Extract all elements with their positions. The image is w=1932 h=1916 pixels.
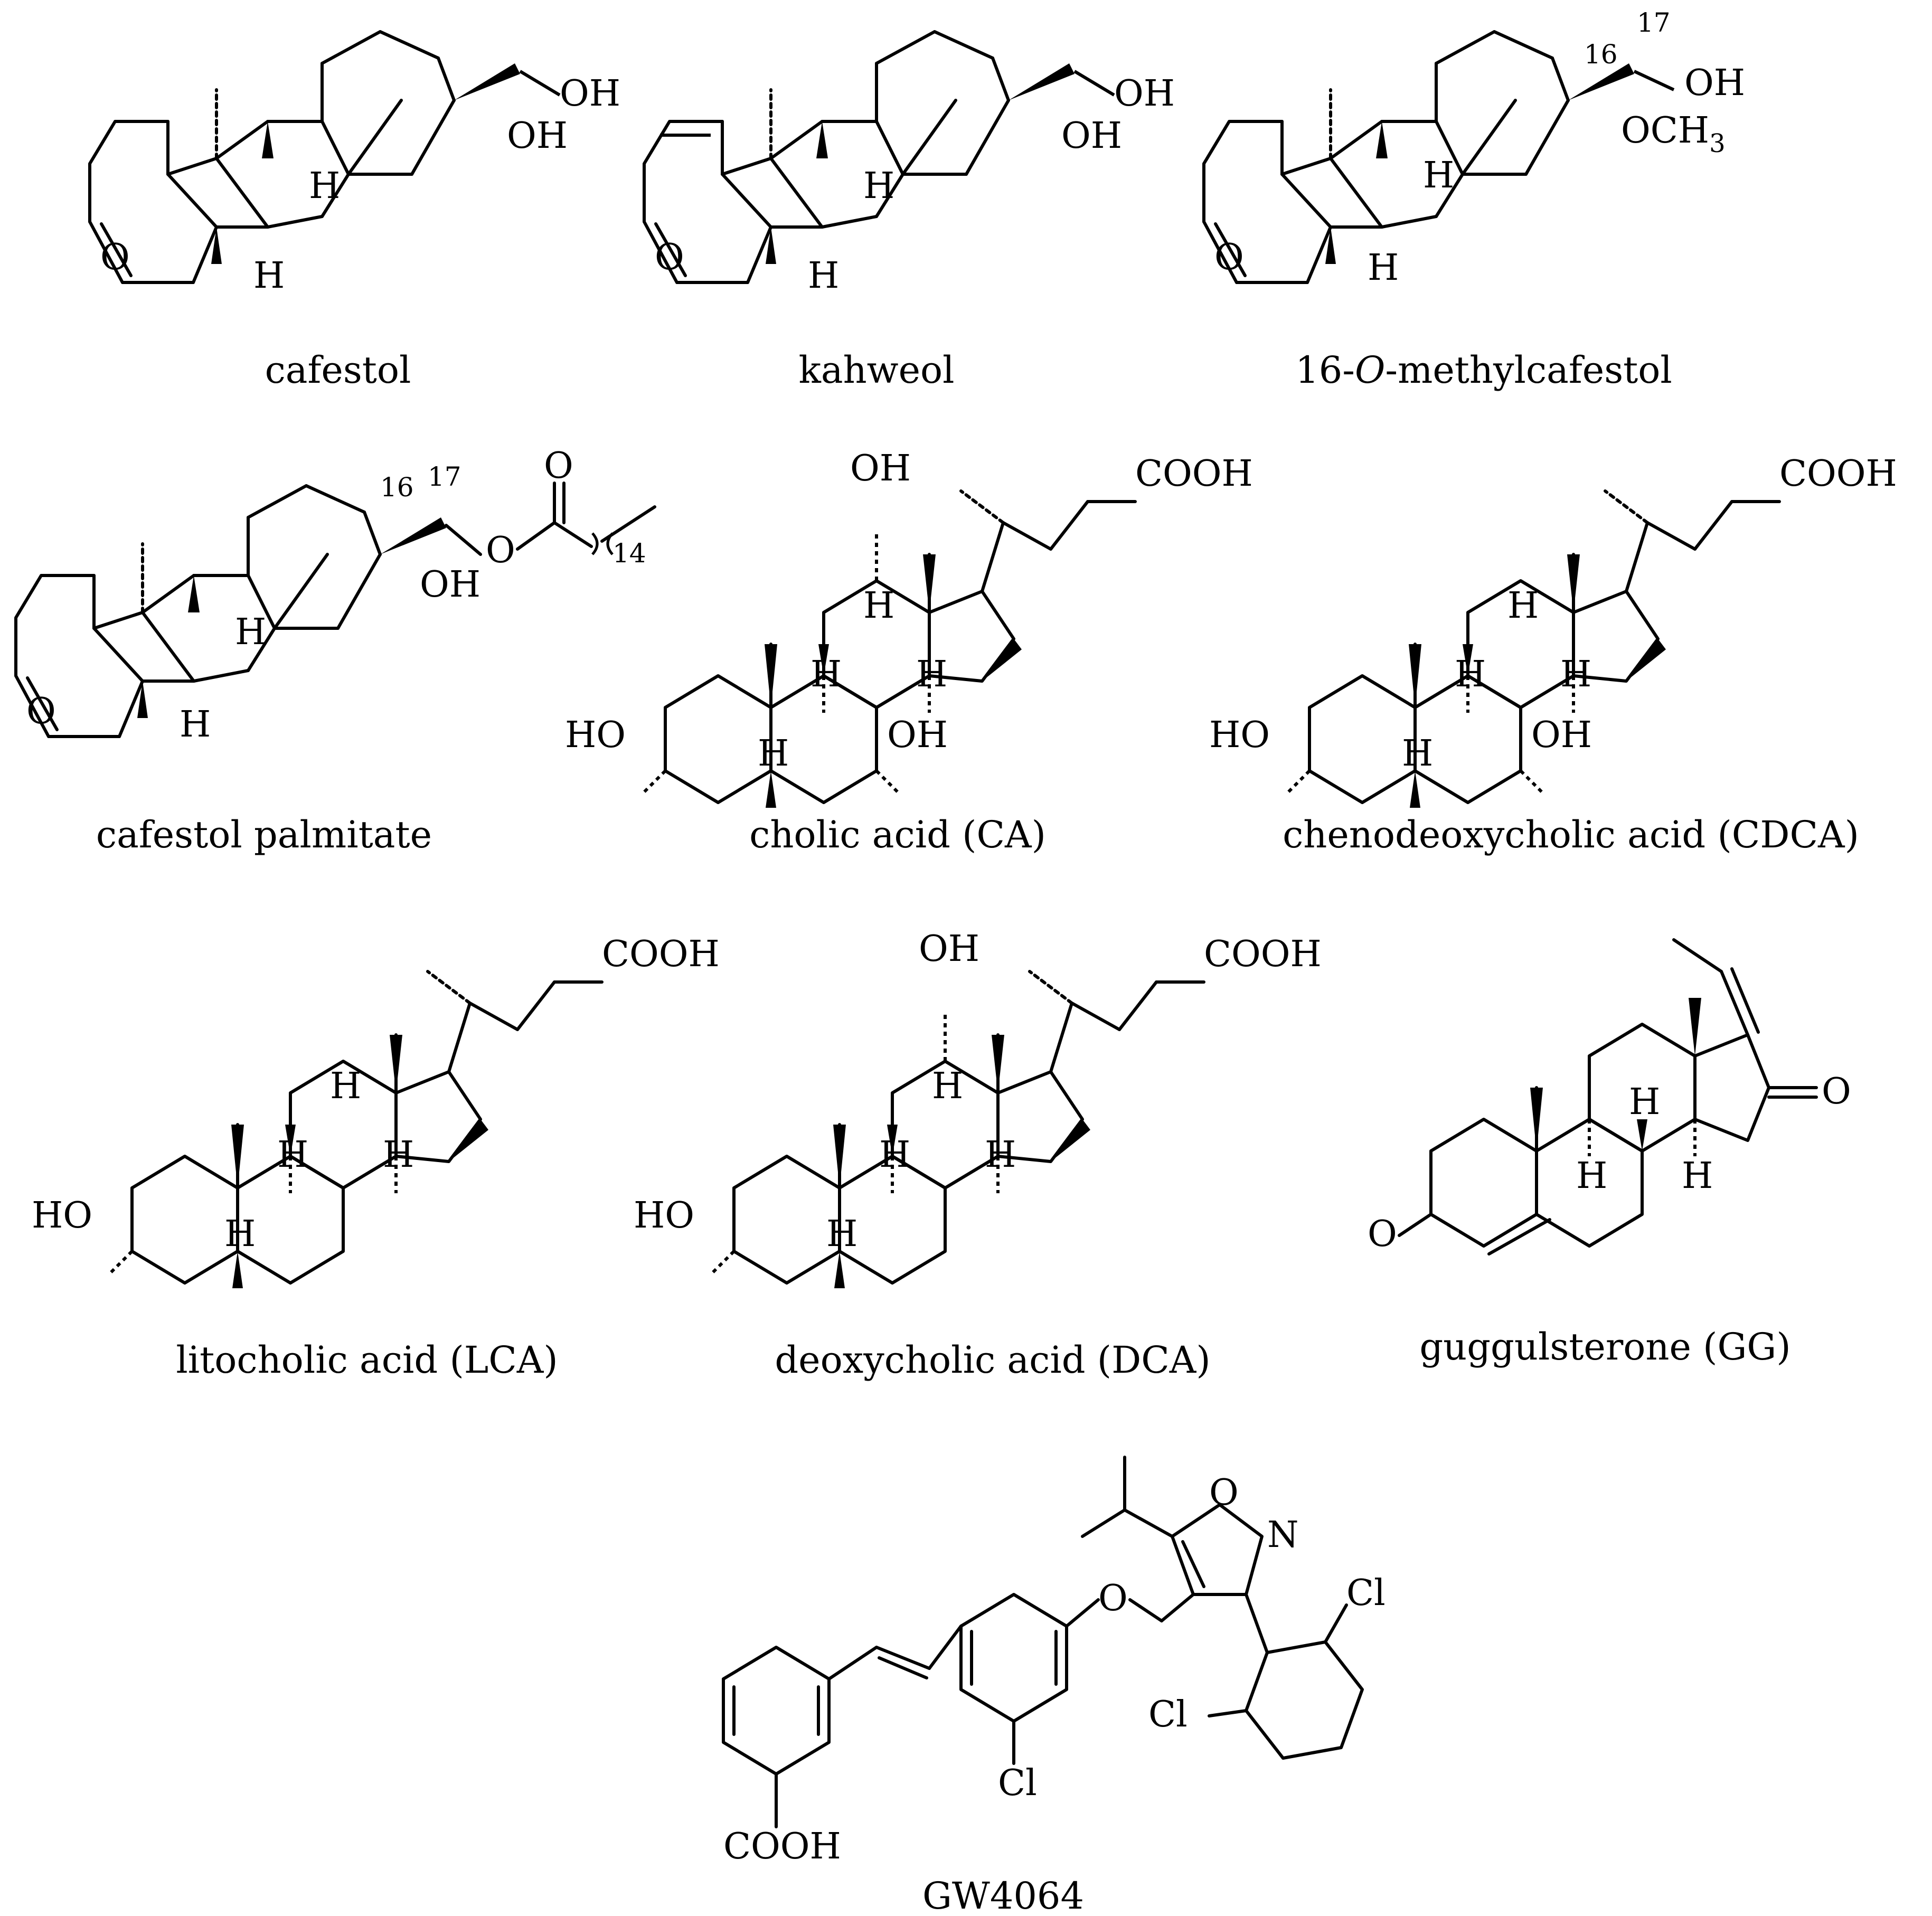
guggulsterone-structure: O O H H H guggulsterone (GG) — [1368, 938, 1851, 1368]
kahweol-furan-o: O — [655, 237, 684, 278]
gw4064-cooh: COOH — [723, 1826, 841, 1867]
dca-oh12: OH — [919, 928, 979, 970]
cdca-h14: H — [1560, 654, 1591, 695]
gw4064-cl-b: Cl — [1148, 1694, 1188, 1735]
gw4064-ring-n: N — [1267, 1514, 1299, 1556]
dca-h5: H — [826, 1213, 857, 1255]
cafestol-palmitate-ester-o: O — [486, 530, 515, 571]
cdca-name: chenodeoxycholic acid (CDCA) — [1283, 813, 1859, 856]
cafestol-h-a: H — [309, 165, 340, 207]
guggulsterone-o16: O — [1822, 1071, 1851, 1112]
cholic-acid-h5: H — [758, 733, 789, 775]
cafestol-palmitate-furan-o: O — [26, 691, 56, 732]
cafestol-palmitate-c17: 17 — [428, 461, 461, 492]
gw4064-cl-c: Cl — [998, 1762, 1037, 1804]
guggulsterone-h9: H — [1576, 1155, 1607, 1197]
cholic-acid-name: cholic acid (CA) — [749, 813, 1046, 856]
gw4064-ring-o: O — [1209, 1472, 1239, 1514]
lca-h8: H — [330, 1065, 361, 1107]
cafestol-palmitate-carbonyl-o: O — [544, 445, 573, 487]
cafestol-palmitate-structure: O O O 14 OH 16 17 H H cafestol palmitate — [16, 445, 656, 856]
cafestol-oh-a: OH — [560, 73, 620, 115]
cafestol-furan-o: O — [100, 237, 130, 278]
methylcafestol-h-b: H — [1368, 247, 1399, 289]
lca-structure: HO COOH H H H H litocholic acid (LCA) — [32, 933, 720, 1382]
guggulsterone-o3: O — [1368, 1213, 1397, 1255]
cholic-acid-h8: H — [863, 585, 894, 627]
methylcafestol-furan-o: O — [1214, 237, 1244, 278]
lca-cooh: COOH — [602, 933, 720, 975]
kahweol-h-a: H — [863, 165, 894, 207]
lca-h5: H — [224, 1213, 256, 1255]
cafestol-name: cafestol — [265, 348, 411, 392]
lca-ho3: HO — [32, 1195, 92, 1237]
cafestol-palmitate-h-a: H — [235, 611, 266, 653]
cholic-acid-oh7: OH — [887, 714, 948, 756]
cafestol-palmitate-chain-n: 14 — [612, 538, 646, 569]
cafestol-palmitate-h-b: H — [180, 704, 211, 745]
cdca-cooh: COOH — [1779, 453, 1897, 495]
methylcafestol-c17: 17 — [1637, 7, 1671, 38]
cdca-h8: H — [1507, 585, 1539, 627]
cholic-acid-h14: H — [916, 654, 947, 695]
methylcafestol-och3: OCH3 — [1621, 110, 1726, 158]
dca-name: deoxycholic acid (DCA) — [775, 1338, 1210, 1382]
dca-h14: H — [985, 1134, 1016, 1176]
cdca-oh7: OH — [1531, 714, 1592, 756]
cafestol-palmitate-name: cafestol palmitate — [96, 813, 432, 856]
methylcafestol-c16: 16 — [1584, 39, 1618, 70]
cdca-h5: H — [1402, 733, 1433, 775]
gw4064-name: GW4064 — [922, 1874, 1084, 1916]
methylcafestol-h-a: H — [1423, 155, 1454, 196]
cafestol-structure: O OH OH H H cafestol — [90, 32, 620, 392]
methylcafestol-oh: OH — [1684, 62, 1745, 104]
kahweol-structure: O OH OH H H kahweol — [644, 32, 1175, 392]
guggulsterone-h14: H — [1682, 1155, 1713, 1197]
cholic-acid-structure: OH COOH HO OH H H H H cholic acid (CA) — [565, 448, 1253, 856]
gw4064-ether-o: O — [1098, 1578, 1128, 1619]
cholic-acid-ho3: HO — [565, 714, 626, 756]
lca-name: litocholic acid (LCA) — [176, 1338, 558, 1382]
kahweol-h-b: H — [808, 255, 839, 297]
cdca-structure: COOH HO OH H H H H chenodeoxycholic acid… — [1209, 453, 1897, 856]
cafestol-palmitate-oh: OH — [420, 564, 480, 606]
cdca-ho3: HO — [1209, 714, 1270, 756]
dca-ho3: HO — [634, 1195, 694, 1237]
cholic-acid-oh12: OH — [850, 448, 911, 489]
lca-h14: H — [383, 1134, 414, 1176]
methylcafestol-structure: O OH OCH3 16 17 H H 16-O-methylcafestol — [1204, 7, 1745, 392]
cholic-acid-cooh: COOH — [1135, 453, 1253, 495]
guggulsterone-h8: H — [1629, 1081, 1660, 1123]
lca-h9: H — [277, 1134, 308, 1176]
guggulsterone-name: guggulsterone (GG) — [1419, 1325, 1790, 1368]
methylcafestol-name: 16-O-methylcafestol — [1295, 348, 1672, 392]
gw4064-structure: O N O Cl Cl Cl COOH GW4064 — [722, 1456, 1386, 1916]
kahweol-oh-b: OH — [1061, 115, 1122, 157]
kahweol-oh-a: OH — [1114, 73, 1175, 115]
dca-h8: H — [932, 1065, 963, 1107]
gw4064-cl-a: Cl — [1346, 1572, 1386, 1614]
dca-structure: OH COOH HO H H H H deoxycholic acid (DCA… — [634, 928, 1322, 1382]
kahweol-name: kahweol — [798, 348, 954, 392]
cdca-h9: H — [1455, 654, 1486, 695]
dca-h9: H — [879, 1134, 910, 1176]
cafestol-palmitate-c16: 16 — [380, 472, 414, 503]
cholic-acid-h9: H — [811, 654, 842, 695]
cafestol-oh-b: OH — [507, 115, 568, 157]
cafestol-h-b: H — [253, 255, 285, 297]
dca-cooh: COOH — [1204, 933, 1322, 975]
